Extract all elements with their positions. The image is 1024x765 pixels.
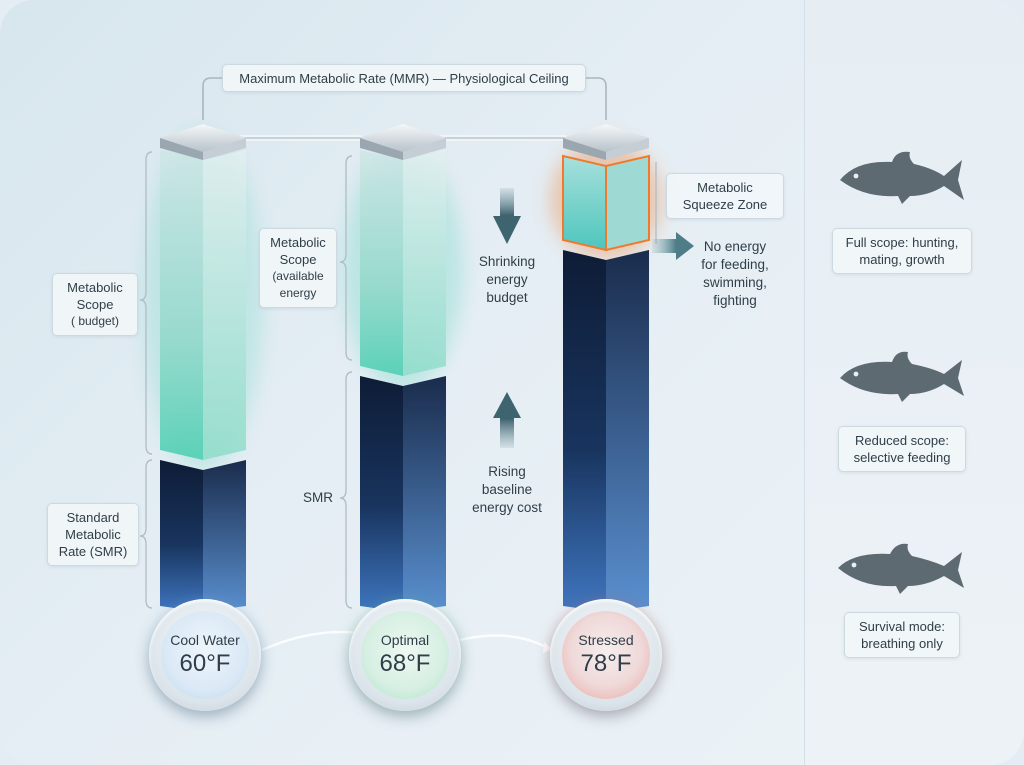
- scope-available-line2: Scope: [279, 252, 317, 267]
- full-scope-line1: Full scope: hunting,: [845, 235, 959, 250]
- scope-available-line1: Metabolic: [270, 235, 326, 250]
- left-brackets: [139, 151, 657, 609]
- survival-mode-line2: breathing only: [861, 636, 943, 651]
- fish-state-survival-mode: Survival mode: breathing only: [844, 612, 960, 658]
- reduced-scope-line2: selective feeding: [853, 450, 951, 465]
- gauge-cool-water-face: Cool Water 60°F: [161, 611, 249, 699]
- no-energy-line2: for feeding,: [701, 257, 769, 272]
- column-optimal: [343, 124, 463, 612]
- fish-icon-reduced-scope: [840, 351, 964, 402]
- shrinking-line2: energy: [486, 272, 528, 287]
- gauge-connector-arrowhead: [543, 642, 552, 653]
- no-energy-caption: No energy for feeding, swimming, fightin…: [690, 238, 780, 310]
- gauge-cool-water: Cool Water 60°F: [149, 599, 261, 711]
- fish-icon-full-scope: [840, 151, 964, 204]
- scope-budget-line3: ( budget): [70, 314, 120, 328]
- ceiling-label-text: Maximum Metabolic Rate (MMR) — Physiolog…: [239, 71, 569, 86]
- gauge-stressed-face: Stressed 78°F: [562, 611, 650, 699]
- rising-arrow: [493, 392, 521, 448]
- ceiling-label: Maximum Metabolic Rate (MMR) — Physiolog…: [222, 64, 586, 92]
- survival-mode-line1: Survival mode:: [859, 619, 945, 634]
- scope-available-line3: (available: [272, 269, 324, 283]
- fish-icon-survival-mode: [838, 543, 964, 594]
- fish-state-reduced-scope: Reduced scope: selective feeding: [838, 426, 966, 472]
- gauge-optimal: Optimal 68°F: [349, 599, 461, 711]
- smr-label-line1: Standard: [66, 510, 120, 525]
- scope-budget-line1: Metabolic: [67, 280, 123, 295]
- smr-label-line3: Rate (SMR): [58, 544, 128, 559]
- ceiling-connector: [202, 77, 607, 141]
- scope-budget-line2: Scope: [76, 297, 114, 312]
- smr-short-label: SMR: [300, 489, 336, 507]
- gauge-stressed: Stressed 78°F: [550, 599, 662, 711]
- gauge-cool-water-temp: 60°F: [179, 649, 231, 677]
- scope-available-line4: energy: [279, 286, 317, 300]
- column-stressed: [550, 124, 662, 612]
- rising-line1: Rising: [488, 464, 526, 479]
- metabolic-squeeze-zone-label: Metabolic Squeeze Zone: [666, 173, 784, 219]
- shrinking-budget-caption: Shrinking energy budget: [462, 253, 552, 307]
- standard-metabolic-rate-label: Standard Metabolic Rate (SMR): [47, 503, 139, 566]
- shrinking-arrow: [493, 188, 521, 244]
- shrinking-line3: budget: [486, 290, 528, 305]
- smr-label-line2: Metabolic: [65, 527, 121, 542]
- reduced-scope-line1: Reduced scope:: [855, 433, 949, 448]
- gauge-optimal-temp: 68°F: [379, 649, 431, 677]
- metabolic-scope-available-label: Metabolic Scope (available energy: [259, 228, 337, 308]
- gauge-cool-water-name: Cool Water: [170, 631, 240, 648]
- gauge-stressed-temp: 78°F: [580, 649, 632, 677]
- no-energy-line4: fighting: [713, 293, 757, 308]
- full-scope-line2: mating, growth: [859, 252, 945, 267]
- gauge-stressed-name: Stressed: [578, 631, 634, 648]
- squeeze-line1: Metabolic: [697, 180, 753, 195]
- rising-cost-caption: Rising baseline energy cost: [457, 463, 557, 517]
- no-energy-line3: swimming,: [703, 275, 767, 290]
- squeeze-arrow: [652, 232, 694, 260]
- no-energy-line1: No energy: [703, 239, 767, 254]
- squeeze-line2: Squeeze Zone: [682, 197, 768, 212]
- rising-line3: energy cost: [472, 500, 542, 515]
- column-cool-water: [143, 124, 263, 612]
- smr-short-text: SMR: [303, 490, 333, 505]
- rising-line2: baseline: [481, 482, 533, 497]
- fish-state-full-scope: Full scope: hunting, mating, growth: [832, 228, 972, 274]
- gauge-optimal-face: Optimal 68°F: [361, 611, 449, 699]
- metabolic-scope-budget-label: Metabolic Scope ( budget): [52, 273, 138, 336]
- gauge-optimal-name: Optimal: [380, 631, 430, 648]
- shrinking-line1: Shrinking: [478, 254, 536, 269]
